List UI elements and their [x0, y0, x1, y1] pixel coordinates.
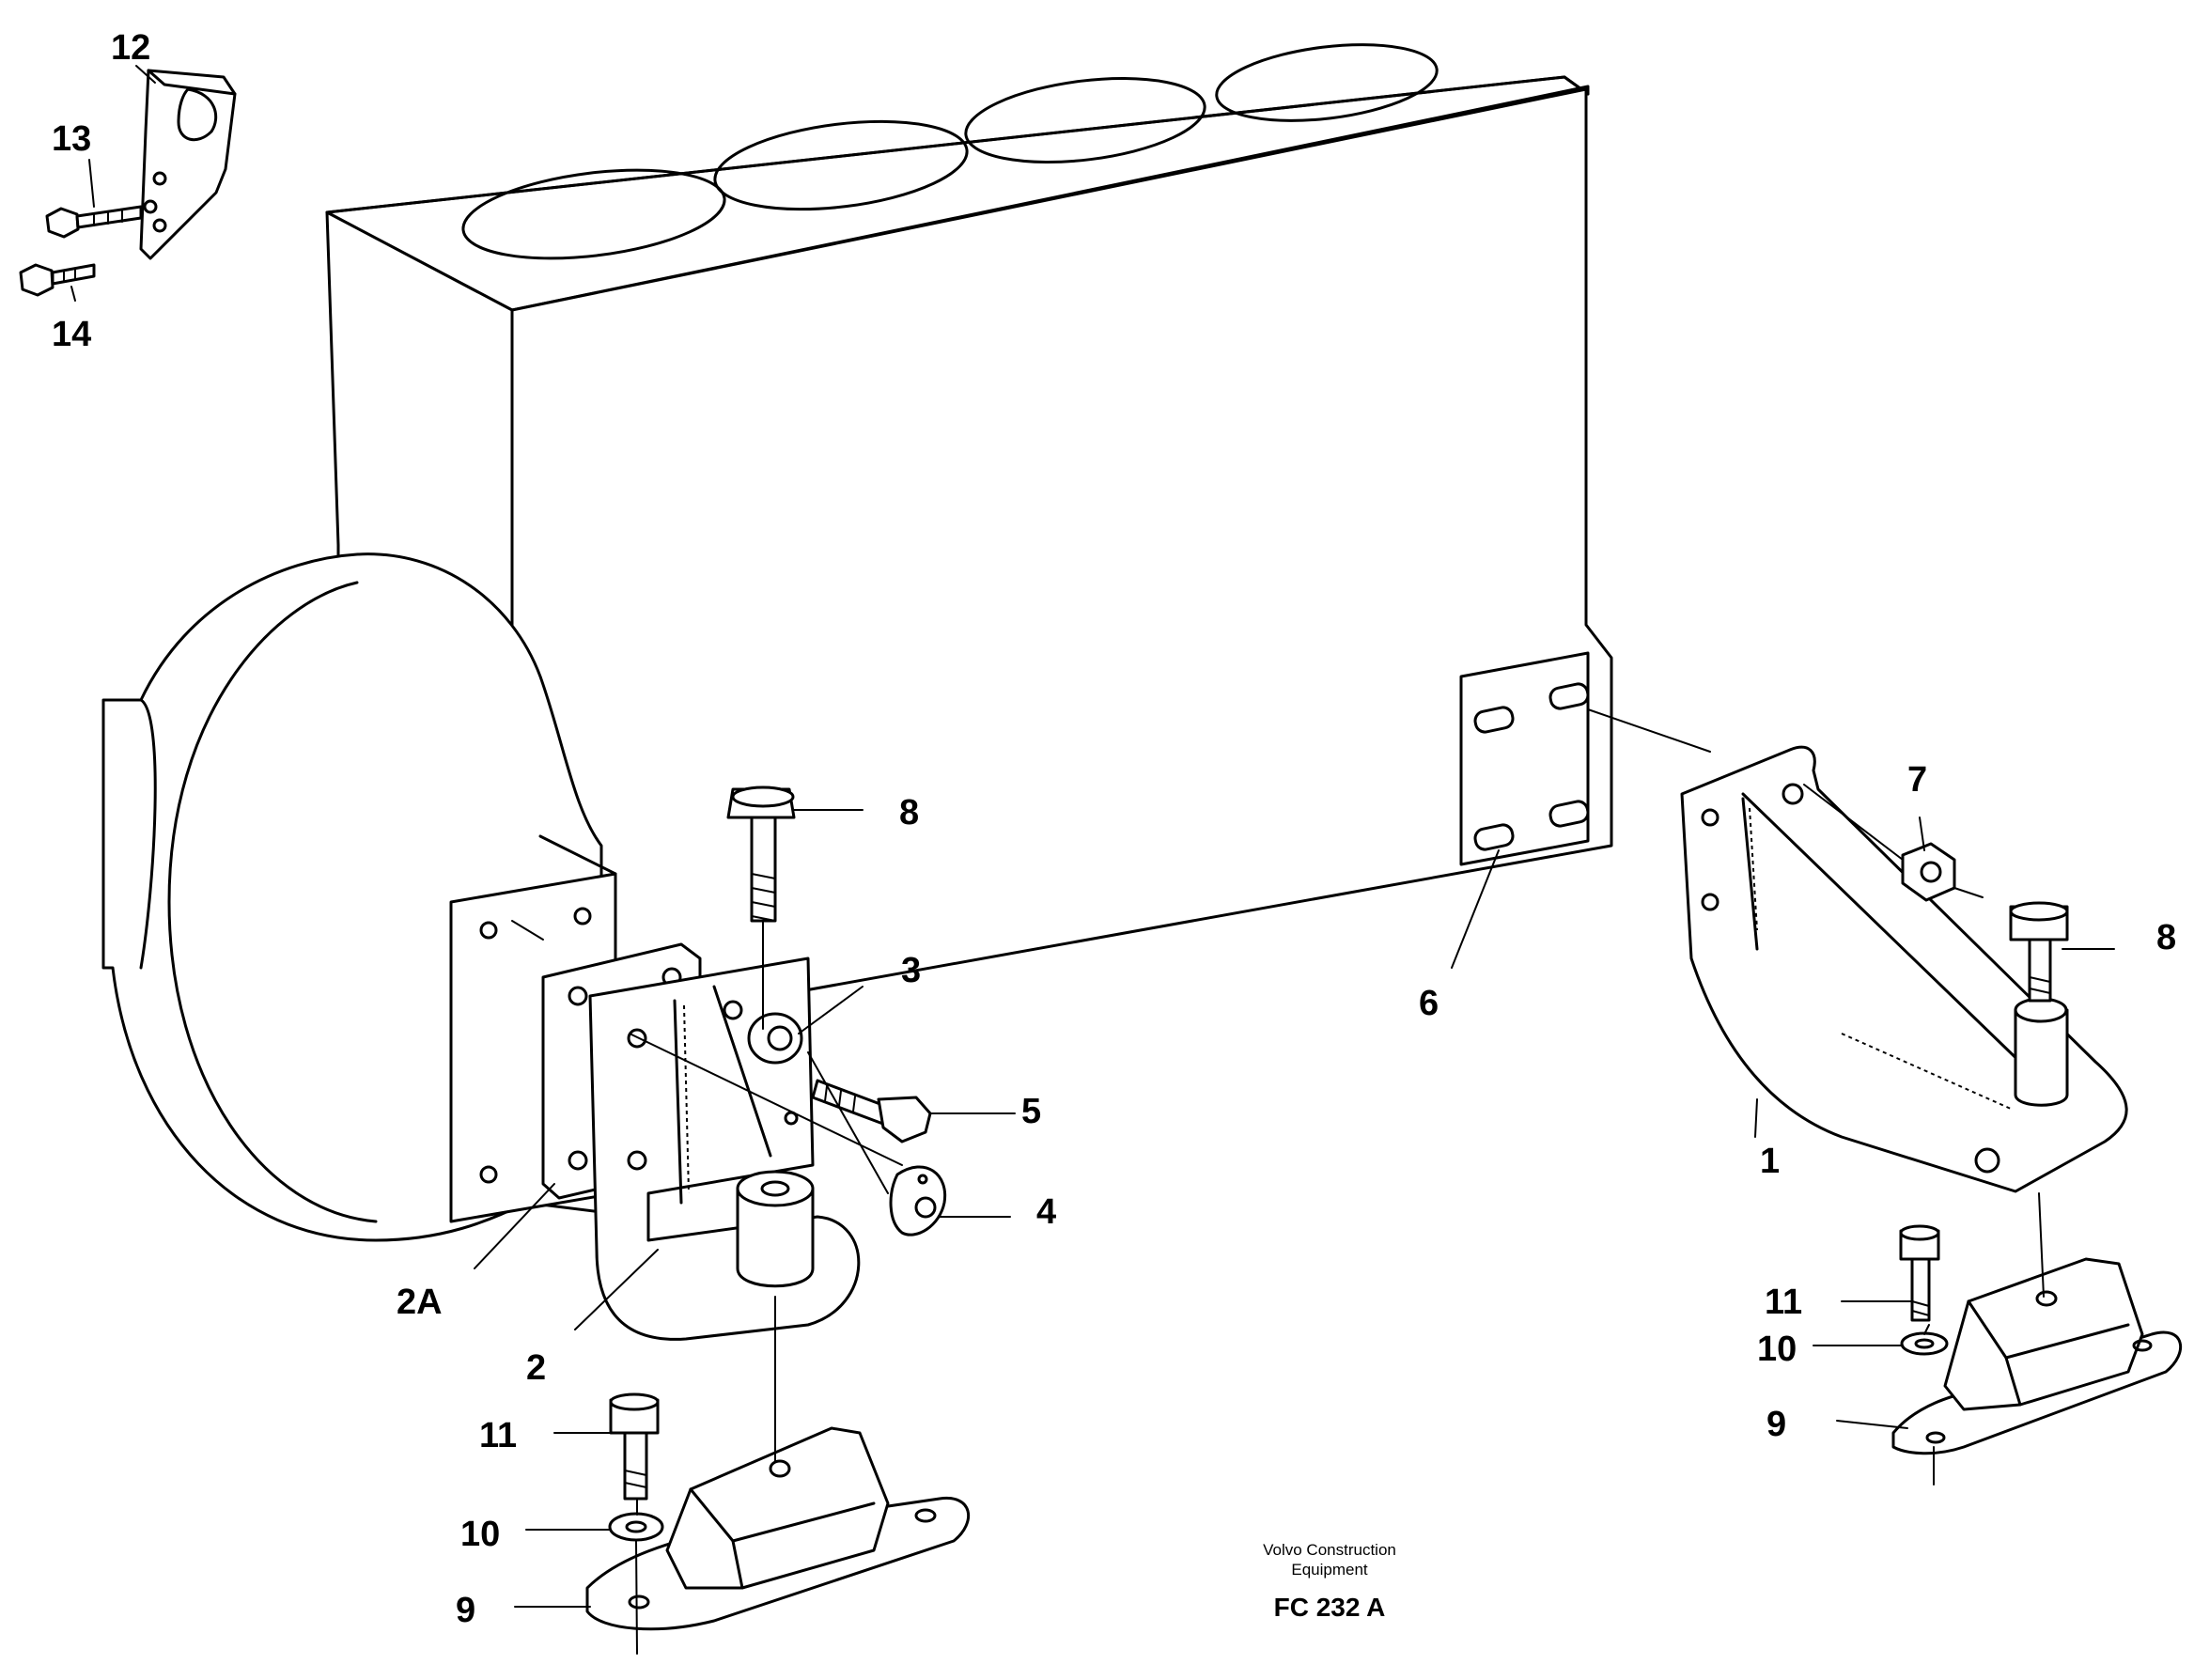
- stud: [1548, 682, 1590, 710]
- callout-3: 3: [901, 951, 921, 990]
- washer-10-right: [1900, 1331, 1949, 1356]
- callout-11-left: 11: [479, 1416, 517, 1455]
- callout-5: 5: [1021, 1092, 1041, 1131]
- callout-2a: 2A: [397, 1283, 443, 1322]
- callout-8-left: 8: [899, 793, 919, 832]
- washer-10-left: [608, 1512, 664, 1542]
- callout-10-left: 10: [460, 1515, 500, 1554]
- callout-13: 13: [52, 119, 91, 159]
- callout-8-right: 8: [2156, 918, 2176, 957]
- bolt-8-right: [2009, 901, 2069, 1003]
- bolt-14: [19, 263, 96, 297]
- callout-10-right: 10: [1757, 1330, 1797, 1369]
- stud: [1473, 823, 1515, 851]
- callout-1: 1: [1760, 1142, 1780, 1181]
- callout-11-right: 11: [1765, 1283, 1802, 1322]
- bolt-8-left: [726, 786, 796, 923]
- callout-9-right: 9: [1766, 1405, 1786, 1444]
- rubber-mount-left: [585, 1426, 971, 1631]
- washer-3: [747, 1012, 803, 1065]
- lifting-bracket-12: [139, 69, 237, 260]
- caption-company: Volvo Construction: [1263, 1541, 1396, 1559]
- stud: [1548, 800, 1590, 828]
- leader-lines: [70, 65, 2115, 1655]
- right-engine-bracket: [1680, 745, 2128, 1193]
- callout-6: 6: [1419, 984, 1439, 1023]
- left-engine-bracket: [588, 957, 861, 1341]
- callout-12: 12: [111, 28, 150, 68]
- callout-7: 7: [1907, 760, 1927, 800]
- stud: [1473, 706, 1515, 734]
- callout-14: 14: [52, 315, 91, 354]
- bolt-13: [45, 205, 143, 239]
- callout-9-left: 9: [456, 1591, 475, 1630]
- caption-company-line2: Equipment: [1291, 1561, 1368, 1579]
- callout-4: 4: [1036, 1192, 1056, 1232]
- bolt-5: [811, 1079, 932, 1143]
- bolt-11-left: [609, 1392, 660, 1501]
- figure-caption: Volvo Construction Equipment FC 232 A: [1263, 1541, 1396, 1622]
- rubber-mount-right: [1891, 1257, 2183, 1455]
- lifting-eye-4: [889, 1165, 947, 1237]
- bolt-11-right: [1899, 1224, 1940, 1322]
- callout-labels: 1 2 2A 3 4 5 6 7 8 8 9 9 10 10 11 11 12 …: [52, 28, 2176, 1630]
- engine-mount-plate-studs: [1459, 651, 1590, 866]
- figure-code: FC 232 A: [1274, 1593, 1386, 1622]
- callout-2: 2: [526, 1348, 546, 1388]
